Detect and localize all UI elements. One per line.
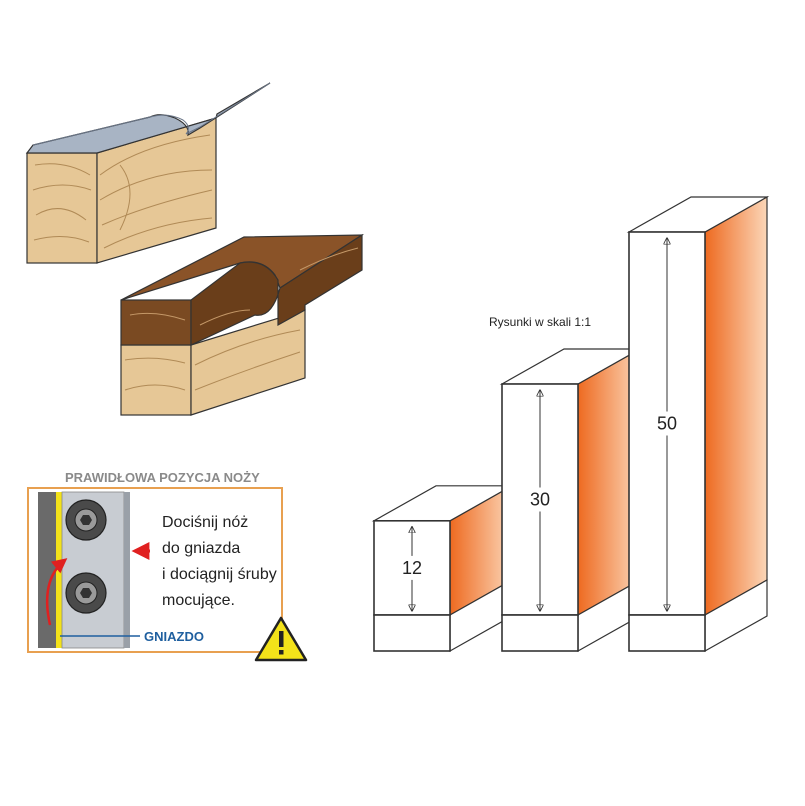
profiled-block-lower-side [190,309,306,416]
dimension-label: 50 [657,414,677,434]
profiled-block-lower-front [120,344,192,416]
instruction-line: Dociśnij nóż [162,514,248,531]
profiled-block-dark-side [190,233,363,346]
scale-note: Rysunki w skali 1:1 [489,315,591,329]
cutter-body-dark [38,492,56,648]
block-front-base [373,614,451,652]
steel-knife-plate [25,82,271,154]
wood-grain-side [99,134,213,249]
block-side-face [704,195,768,617]
instruction-line: i dociągnij śruby [162,566,277,583]
instruction-text: Dociśnij nóż do gniazda i dociągnij śrub… [162,514,281,609]
dimension-label-bg [653,411,681,436]
dimension-label: 30 [530,490,550,510]
height-blocks: 12 30 50 [371,195,770,653]
socket-label: GNIAZDO [144,629,204,644]
wood-grain-lower [124,329,301,391]
knife-edge [124,492,130,648]
instruction-line: mocujące. [162,592,235,609]
panel-title: PRAWIDŁOWA POZYCJA NOŻY [65,470,260,485]
wood-block-profiled [120,233,365,416]
tighten-arrow-icon [45,558,68,626]
wood-grain-dark [129,247,359,326]
screw-icon [65,499,107,541]
instruction-line: do gniazda [162,540,240,557]
wood-block-with-knife [25,82,271,264]
dimension-label: 12 [402,558,422,578]
wood-block-front-face [26,152,98,264]
screw-icon [65,572,107,614]
block-front-base [628,614,706,652]
profiled-block-dark-front [120,299,192,346]
wood-grain-front [32,163,92,243]
warning-icon [254,616,308,662]
knife-edge-line [32,82,271,146]
dimension-label-bg [526,487,554,512]
dimension-label-bg [398,555,426,580]
block-front-base [501,614,579,652]
